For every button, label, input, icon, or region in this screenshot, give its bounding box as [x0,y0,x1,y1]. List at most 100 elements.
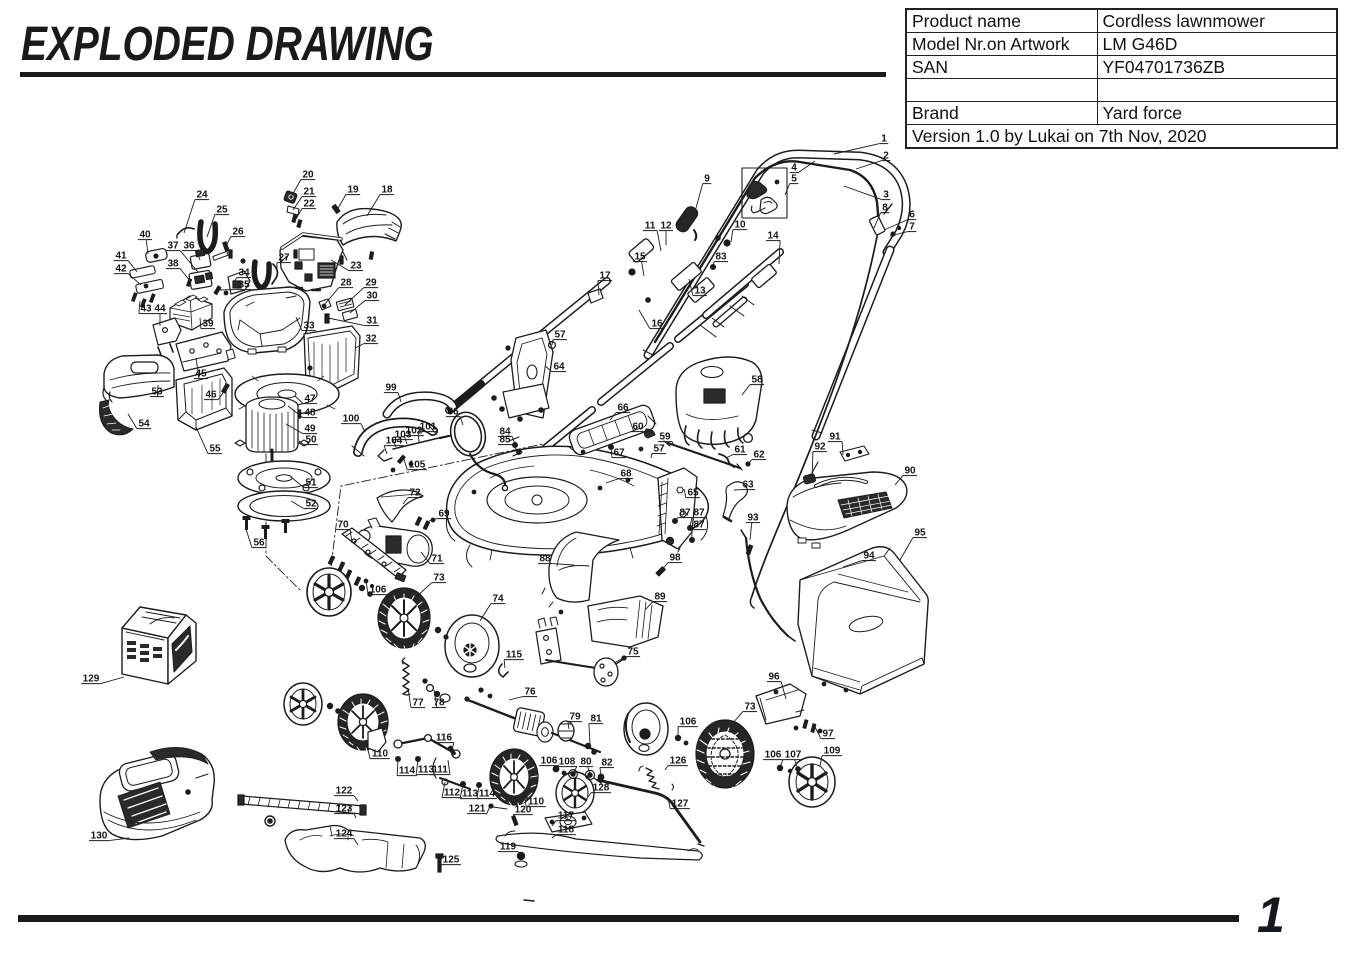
leader-line-99 [397,392,402,403]
hub-gear [557,720,597,755]
part-label-8: 8 [882,203,888,214]
chassis-shell [223,286,311,355]
battery-charger-shape [185,789,191,795]
motor-assembly-shape-shape [245,518,248,530]
part-label-85: 85 [499,435,511,446]
part-label-54: 54 [138,419,150,430]
battery-charger-shape-shape [125,758,173,786]
part-label-129: 129 [83,674,100,685]
lower-handle-tubes-shape [729,295,755,317]
part-label-56: 56 [253,538,265,549]
leader-line-81 [588,723,591,745]
motor-assembly-shape [249,494,319,518]
leader-line-114 [476,784,480,799]
mulch-plug-shape [802,719,809,729]
leader-line-41 [127,260,138,273]
axle-fasteners-shape [587,772,593,778]
left-covers-shape [99,399,134,436]
blade-assembly-shape [495,832,703,861]
chassis-shell-shape [223,286,311,354]
tire-rear-right-shape [696,727,751,795]
part-label-112: 112 [444,788,461,799]
handle-cable-shape [749,595,755,609]
controller-box-shape [203,342,209,348]
height-adjuster-shape [422,520,431,531]
part-label-5: 5 [791,174,797,185]
axle-fasteners-shape [787,768,793,774]
part-label-75: 75 [627,647,639,658]
leader-line-45 [195,357,200,379]
leader-line-31 [327,317,365,327]
height-adjuster [327,489,436,587]
discharge-ducts-shape [351,423,437,457]
drive-axle-shape [464,696,470,702]
leader-line-111 [447,759,451,775]
tire-center [489,748,539,808]
part-label-96: 96 [768,672,780,683]
tire-front-left-shape [399,613,409,623]
part-label-115: 115 [506,650,523,661]
part-label-82: 82 [601,758,613,769]
phantom-axis-lines-shape [328,442,549,584]
controller-box [131,292,236,372]
side-bracket-65-shape [656,482,669,527]
lower-handle-tubes-shape [598,343,673,405]
leader-line-91 [841,441,844,456]
lower-handle-tubes-shape [699,317,725,338]
part-label-13: 13 [694,286,706,297]
handle-console-shape [296,219,303,228]
rear-flap-shape [587,595,664,648]
rear-flap-shape [548,531,620,603]
handle-lever-detail-box-shape [774,179,780,185]
chassis-shell-shape [247,348,257,355]
part-label-32: 32 [365,334,377,345]
handle-console-shape [286,205,300,216]
part-label-60: 60 [632,422,644,433]
part-label-66: 66 [617,403,629,414]
leader-line-52 [290,500,305,509]
mulch-plug-shape [795,709,805,713]
leader-line-95 [899,537,914,561]
deck-shape [489,465,635,487]
leader-line-66 [609,412,617,421]
inlet-basket-shape [307,365,313,371]
part-label-53: 53 [151,387,163,398]
motor-assembly-shape [258,484,266,492]
handle-bar-shape [645,151,910,358]
part-label-7: 7 [909,222,915,233]
part-label-110: 110 [528,797,545,808]
battery-pack-shape [141,611,181,625]
grip-hoses-shape [212,250,229,261]
part-label-26: 26 [232,227,244,238]
battery-pack-shape-shape [127,655,136,659]
switch-parts-shape [204,271,214,281]
part-label-65: 65 [687,488,699,499]
battery-pack-shape [125,631,165,641]
left-covers-shape [102,404,121,431]
left-covers-shape [102,387,113,403]
inlet-basket [303,325,361,393]
tire-center-shape [491,753,538,808]
leader-line-14 [778,240,781,265]
discharge-ducts-shape [397,454,406,464]
leader-line-78 [433,689,438,708]
part-label-16: 16 [651,319,663,330]
part-label-39: 39 [202,319,214,330]
part-label-4: 4 [791,163,797,174]
battery-charger-shape [195,773,209,779]
part-label-111: 111 [432,765,448,776]
bag-support-rod-shape [740,529,747,539]
leader-line-53 [156,384,159,397]
part-label-127: 127 [672,799,689,810]
part-label-38: 38 [167,259,179,270]
part-label-9: 9 [704,174,710,185]
grip-hoses-shape [222,241,230,252]
handle-console-shape [317,262,336,279]
leader-line-42 [127,273,142,286]
wheel-disc-right-shape [624,713,631,743]
rear-bracket-64 [491,329,557,422]
lower-handle-tubes-shape [723,239,731,247]
battery-pack-shape-shape [140,658,149,662]
wheel-rim-rear-left-shape [298,699,308,709]
